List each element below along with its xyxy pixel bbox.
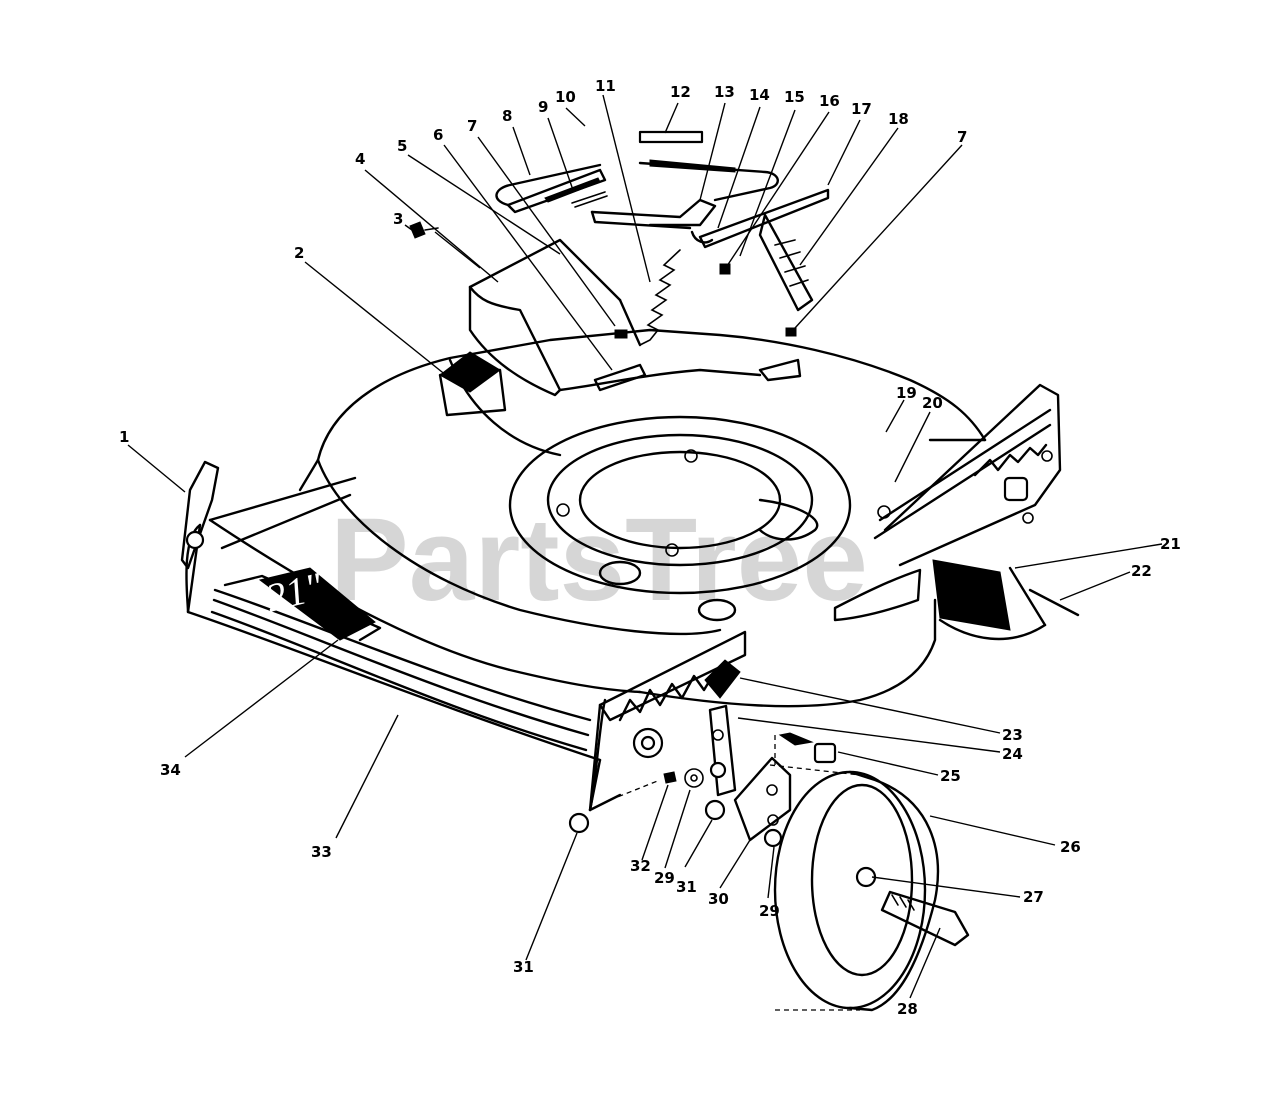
wheel bbox=[769, 764, 970, 1012]
callout-label: 2 bbox=[294, 244, 304, 262]
callout-label: 34 bbox=[160, 761, 181, 779]
callout-label: 1 bbox=[119, 428, 129, 446]
front-height-adjuster bbox=[588, 630, 747, 812]
callout-label: 28 bbox=[897, 1000, 918, 1018]
rear-flap bbox=[932, 559, 1080, 641]
callout-label: 9 bbox=[538, 98, 548, 116]
callout-labels: 1 2 3 4 5 6 7 8 9 10 11 12 13 14 15 16 1… bbox=[119, 77, 1181, 1018]
callout-label: 7 bbox=[957, 128, 967, 146]
callout-label: 30 bbox=[708, 890, 729, 908]
callout-label: 4 bbox=[355, 150, 365, 168]
rear-height-bracket bbox=[883, 383, 1062, 567]
callout-label: 13 bbox=[714, 83, 735, 101]
callout-label: 19 bbox=[896, 384, 917, 402]
front-handle-bracket bbox=[180, 460, 220, 570]
callout-label: 23 bbox=[1002, 726, 1023, 744]
callout-label: 29 bbox=[654, 869, 675, 887]
mower-deck bbox=[185, 328, 1052, 812]
callout-label: 20 bbox=[922, 394, 943, 412]
callout-label: 8 bbox=[502, 107, 512, 125]
callout-label: 18 bbox=[888, 110, 909, 128]
callout-label: 7 bbox=[467, 117, 477, 135]
callout-label: 10 bbox=[555, 88, 576, 106]
callout-label: 32 bbox=[630, 857, 651, 875]
callout-label: 11 bbox=[595, 77, 616, 95]
upper-handle-parts bbox=[409, 130, 830, 392]
callout-label: 6 bbox=[433, 126, 443, 144]
callout-label: 22 bbox=[1131, 562, 1152, 580]
callout-label: 16 bbox=[819, 92, 840, 110]
callout-label: 3 bbox=[393, 210, 403, 228]
callout-label: 26 bbox=[1060, 838, 1081, 856]
callout-label: 21 bbox=[1160, 535, 1181, 553]
callout-label: 14 bbox=[749, 86, 770, 104]
callout-label: 15 bbox=[784, 88, 805, 106]
callout-label: 5 bbox=[397, 137, 407, 155]
watermark-text: PartsTree bbox=[330, 494, 868, 626]
callout-label: 12 bbox=[670, 83, 691, 101]
discharge-chute bbox=[468, 238, 762, 397]
front-axle-hardware bbox=[568, 659, 837, 848]
callout-label: 31 bbox=[513, 958, 534, 976]
callout-label: 17 bbox=[851, 100, 872, 118]
leader-lines bbox=[127, 94, 1163, 999]
callout-label: 29 bbox=[759, 902, 780, 920]
callout-label: 31 bbox=[676, 878, 697, 896]
callout-label: 24 bbox=[1002, 745, 1023, 763]
callout-label: 27 bbox=[1023, 888, 1044, 906]
callout-label: 25 bbox=[940, 767, 961, 785]
callout-label: 33 bbox=[311, 843, 332, 861]
